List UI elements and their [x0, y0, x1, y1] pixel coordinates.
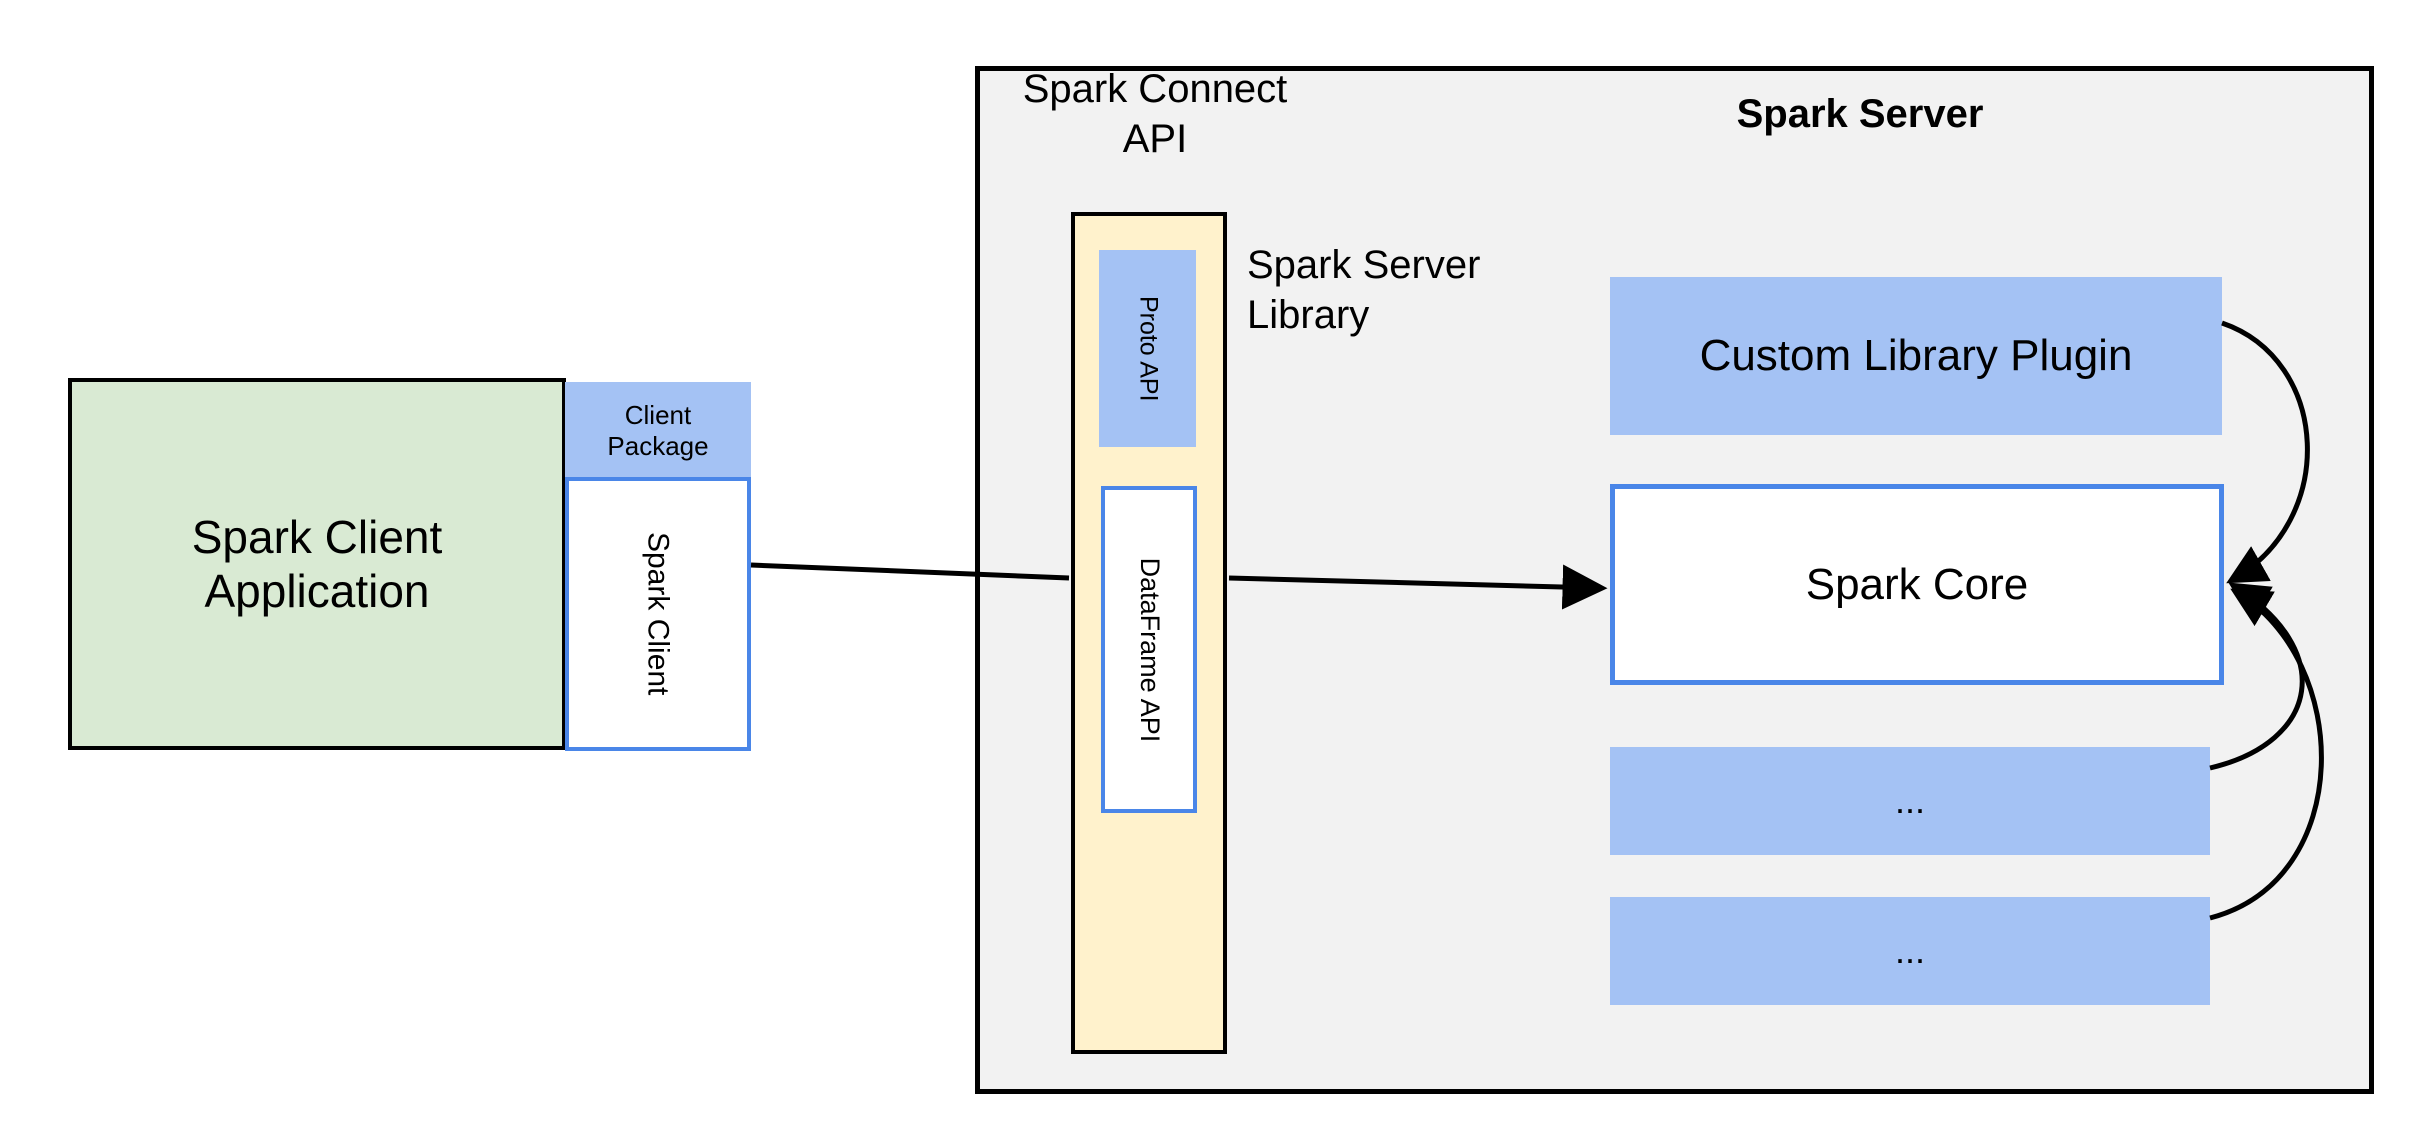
dataframe-api-label: DataFrame API: [1134, 557, 1165, 742]
dataframe-api-box[interactable]: DataFrame API: [1101, 486, 1197, 813]
custom-library-plugin-label: Custom Library Plugin: [1699, 331, 2133, 381]
custom-library-plugin-box[interactable]: Custom Library Plugin: [1610, 277, 2222, 435]
spark-core-label: Spark Core: [1805, 559, 2029, 609]
module-ellipsis-label-1: ...: [1894, 779, 1925, 821]
module-ellipsis-box-1[interactable]: ...: [1610, 747, 2210, 855]
spark-client-box[interactable]: Spark Client: [565, 477, 751, 751]
proto-api-label: Proto API: [1134, 295, 1163, 402]
proto-api-box[interactable]: Proto API: [1099, 250, 1196, 447]
spark-core-box[interactable]: Spark Core: [1610, 484, 2224, 685]
module-ellipsis-label-2: ...: [1894, 929, 1925, 971]
spark-server-title: Spark Server: [1736, 92, 1984, 136]
spark-client-label: Spark Client: [641, 532, 675, 696]
module-ellipsis-box-2[interactable]: ...: [1610, 897, 2210, 1005]
